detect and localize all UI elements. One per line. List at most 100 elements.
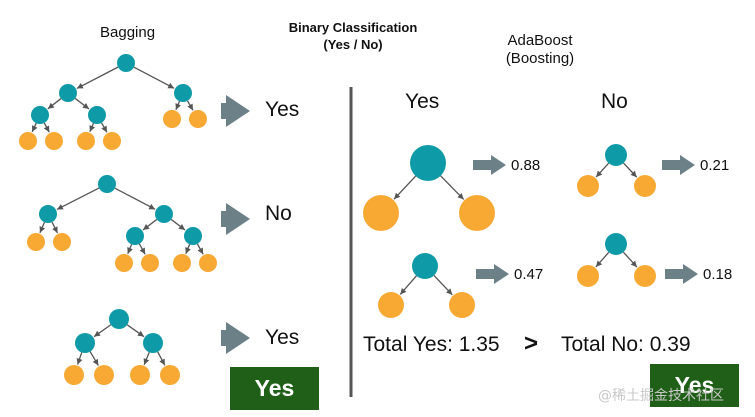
block-arrow-icon bbox=[476, 264, 509, 284]
internal-node bbox=[174, 84, 192, 102]
tree-edge-arrowhead bbox=[457, 193, 464, 200]
tree-edge-arrowhead bbox=[127, 247, 133, 254]
leaf-node bbox=[363, 195, 399, 231]
tree-edge-arrowhead bbox=[139, 247, 146, 255]
total-no: Total No: 0.39 bbox=[561, 333, 691, 356]
leaf-node bbox=[163, 110, 181, 128]
no-score-1: 0.21 bbox=[700, 157, 730, 174]
adaboost-result-badge: Yes bbox=[650, 364, 739, 407]
yes-score-2: 0.47 bbox=[514, 266, 544, 283]
tree-edge-arrowhead bbox=[167, 82, 175, 89]
tree-edge-arrowhead bbox=[89, 125, 95, 132]
internal-node bbox=[184, 227, 202, 245]
internal-node bbox=[117, 54, 135, 72]
block-arrows bbox=[221, 95, 698, 354]
tree-edge-arrowhead bbox=[394, 192, 401, 200]
internal-node bbox=[605, 144, 627, 166]
block-arrow-icon bbox=[221, 203, 250, 235]
total-yes: Total Yes: 1.35 bbox=[363, 333, 500, 356]
adaboost-title-line1: AdaBoost bbox=[507, 32, 573, 49]
bagging-title: Bagging bbox=[100, 24, 156, 41]
adaboost-yes-label: Yes bbox=[405, 90, 440, 113]
tree-edge-arrowhead bbox=[142, 223, 150, 230]
leaf-node bbox=[94, 365, 114, 385]
no-score-2: 0.18 bbox=[703, 266, 733, 283]
tree-edge-arrowhead bbox=[76, 82, 84, 89]
classification-header: Binary Classification (Yes / No) bbox=[278, 19, 428, 53]
internal-node bbox=[31, 106, 49, 124]
block-arrow-icon bbox=[221, 322, 250, 354]
tree-edge-arrowhead bbox=[148, 203, 156, 210]
tree-edge-arrowhead bbox=[39, 226, 46, 233]
internal-node bbox=[605, 233, 627, 255]
tree-nodes bbox=[19, 54, 656, 385]
tree-edge bbox=[114, 187, 156, 210]
tree-edge-arrowhead bbox=[52, 226, 58, 234]
leaf-node bbox=[45, 132, 63, 150]
block-arrow-icon bbox=[473, 155, 506, 175]
adaboost-title: AdaBoost (Boosting) bbox=[490, 32, 590, 68]
tree-edge-arrowhead bbox=[596, 170, 603, 178]
tree-edge bbox=[76, 66, 119, 89]
leaf-node bbox=[577, 175, 599, 197]
tree-edge bbox=[133, 66, 175, 89]
tree-edge-arrowhead bbox=[159, 358, 165, 366]
tree-edge-arrowhead bbox=[101, 125, 108, 133]
tree-edge-arrowhead bbox=[31, 125, 38, 132]
tree-edge-arrowhead bbox=[178, 223, 186, 230]
internal-node bbox=[109, 309, 129, 329]
leaf-node bbox=[634, 175, 656, 197]
tree-edge-arrowhead bbox=[56, 204, 64, 210]
tree-edge-arrowhead bbox=[630, 170, 637, 178]
tree-edge-arrowhead bbox=[197, 247, 204, 255]
tree-edge-arrowhead bbox=[82, 102, 90, 109]
bagging-vote-2: No bbox=[265, 202, 292, 225]
adaboost-no-label: No bbox=[601, 90, 628, 113]
leaf-node bbox=[577, 265, 599, 287]
bagging-result-badge: Yes bbox=[230, 367, 319, 410]
tree-edge-arrowhead bbox=[93, 330, 101, 337]
leaf-node bbox=[27, 233, 45, 251]
leaf-node bbox=[378, 292, 404, 318]
block-arrow-icon bbox=[662, 155, 695, 175]
internal-node bbox=[410, 145, 446, 181]
leaf-node bbox=[160, 365, 180, 385]
tree-edge-arrowhead bbox=[175, 103, 181, 110]
tree-edge-arrowhead bbox=[143, 358, 150, 365]
internal-node bbox=[98, 175, 116, 193]
tree-edge-arrowhead bbox=[187, 103, 194, 111]
adaboost-title-line2: (Boosting) bbox=[505, 50, 575, 67]
tree-edge-arrowhead bbox=[92, 358, 99, 366]
leaf-node bbox=[173, 254, 191, 272]
leaf-node bbox=[141, 254, 159, 272]
leaf-node bbox=[449, 292, 475, 318]
internal-node bbox=[88, 106, 106, 124]
yes-score-1: 0.88 bbox=[511, 157, 541, 174]
leaf-node bbox=[115, 254, 133, 272]
tree-edge-arrowhead bbox=[446, 288, 453, 295]
internal-node bbox=[126, 227, 144, 245]
leaf-node bbox=[634, 265, 656, 287]
tree-edge-arrowhead bbox=[43, 125, 50, 133]
tree-edge-arrowhead bbox=[47, 102, 55, 109]
classification-header-line2: (Yes / No) bbox=[323, 37, 383, 52]
bagging-vote-3: Yes bbox=[265, 326, 300, 349]
leaf-node bbox=[19, 132, 37, 150]
leaf-node bbox=[64, 365, 84, 385]
tree-edge-arrowhead bbox=[76, 357, 83, 365]
watermark: @稀土掘金技术社区 bbox=[598, 388, 724, 404]
leaf-node bbox=[459, 195, 495, 231]
internal-node bbox=[143, 333, 163, 353]
tree-edge bbox=[56, 187, 100, 211]
bagging-vote-1: Yes bbox=[265, 98, 300, 121]
internal-node bbox=[39, 205, 57, 223]
block-arrow-icon bbox=[221, 95, 250, 127]
block-arrow-icon bbox=[665, 264, 698, 284]
internal-node bbox=[412, 253, 438, 279]
internal-node bbox=[75, 333, 95, 353]
tree-edges bbox=[31, 66, 638, 366]
leaf-node bbox=[130, 365, 150, 385]
tree-edge-arrowhead bbox=[400, 287, 407, 295]
internal-node bbox=[59, 84, 77, 102]
